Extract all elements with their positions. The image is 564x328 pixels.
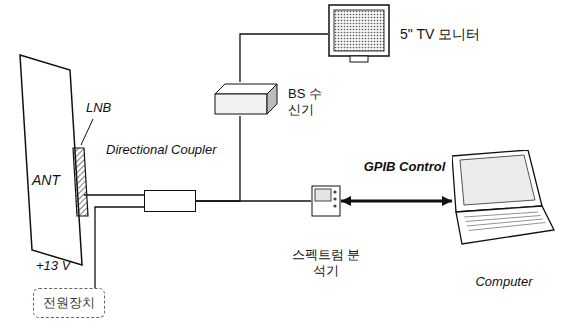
receiver-side [267,84,277,114]
node-text: Computer [475,274,532,290]
analyzer-screen [315,189,331,201]
part-label: LNB [86,100,111,115]
receiver-top [215,84,277,94]
edge-label: GPIB Control [362,159,448,174]
analyzer-knob [333,204,336,207]
laptop-base [456,206,554,244]
connector-line [95,207,144,288]
power-supply-box: 전원장치 [33,288,105,318]
receiver-front [215,94,267,114]
analyzer-knob [333,197,336,200]
node-text: 5" TV 모니터 [400,26,480,43]
keyboard-row [467,219,543,226]
connector-line [196,200,311,201]
node-text: BS 수신기 [288,86,335,117]
connector-line [341,200,452,203]
analyzer-box: 스펙트럼 분석기 [287,185,365,278]
leader-line [81,119,93,145]
antenna-outline [18,54,84,266]
laptop-icon [452,150,556,248]
coupler-body [144,190,196,212]
connector-line [196,116,240,201]
voltage-label: +13 V [36,258,70,273]
node-text: 전원장치 [43,295,95,311]
tv-icon [328,4,392,64]
antenna-panel-shape [20,55,82,265]
connector-line [240,34,328,82]
tv-stand [350,56,368,62]
laptop-lid [452,150,542,212]
analyzer-icon [311,185,341,217]
antenna-panel: ANT [18,54,84,266]
computer-icon: Computer [452,150,556,290]
laptop-screen [460,155,535,205]
tv-case [329,5,389,56]
node-text: ANT [32,172,60,189]
node-text: Directional Coupler [106,142,217,158]
connector-line [84,194,144,195]
analyzer-knob [333,190,336,193]
keyboard-row [469,223,546,231]
coupler-box: Directional Coupler [106,142,217,212]
node-text: 스펙트럼 분석기 [287,247,365,278]
tv-screen [334,10,384,51]
analyzer-case [312,186,340,216]
receiver-box: BS 수신기 [214,80,335,117]
receiver-icon [214,82,278,116]
tv-monitor: 5" TV 모니터 [328,4,480,64]
